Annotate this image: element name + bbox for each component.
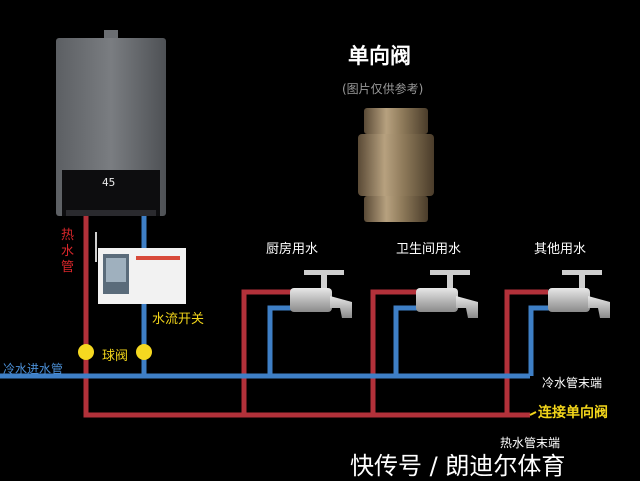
tap-bathroom	[416, 270, 478, 318]
tap-other	[548, 270, 610, 318]
check-valve-image	[358, 108, 434, 222]
boiler-display: 45	[102, 176, 116, 189]
cold-end-label: 冷水管末端	[542, 376, 603, 390]
watermark: 快传号 / 朗迪尔体育	[350, 452, 566, 480]
other-label: 其他用水	[534, 242, 587, 257]
bathroom-label: 卫生间用水	[396, 242, 462, 257]
subtitle: (图片仅供参考)	[342, 82, 424, 96]
ball-valve-hot	[78, 344, 94, 360]
kitchen-label: 厨房用水	[266, 242, 319, 257]
controller-box	[95, 232, 186, 304]
connect-check-valve-label: 连接单向阀	[538, 405, 608, 421]
title: 单向阀	[348, 44, 411, 68]
hot-pipe-label: 热水管	[61, 228, 75, 275]
tap-kitchen	[290, 270, 352, 318]
water-heater	[56, 30, 166, 216]
flow-switch-label: 水流开关	[152, 312, 205, 327]
cold-inlet-label: 冷水进水管	[3, 362, 64, 376]
hot-end-label: 热水管末端	[500, 436, 561, 450]
ball-valve-label: 球阀	[102, 349, 129, 364]
ball-valve-cold	[136, 344, 152, 360]
check-valve-connector	[529, 411, 537, 416]
